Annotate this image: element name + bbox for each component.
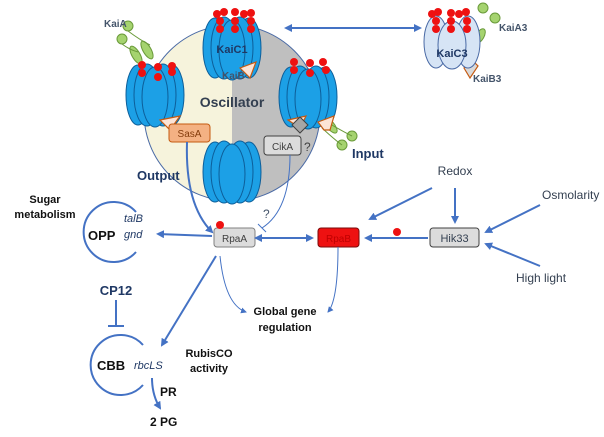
osmolarity-label: Osmolarity (542, 188, 599, 202)
kaic-bottom-hexamer (202, 140, 262, 205)
kaia3-label: KaiA3 (499, 23, 528, 34)
kaia-label: KaiA (104, 19, 127, 30)
sasa-box (168, 123, 211, 143)
global-gene-line2: regulation (258, 322, 311, 334)
cbb-label: CBB (97, 358, 125, 373)
phosphate-dots (138, 8, 330, 81)
pr-label: PR (160, 385, 177, 399)
phospho-marks (216, 221, 401, 236)
question-cika: ? (304, 140, 311, 154)
question-rpaa: ? (263, 207, 270, 221)
input-label: Input (352, 146, 384, 161)
hik33-box (429, 227, 480, 248)
oscillator-label: Oscillator (200, 94, 265, 110)
global-gene-line1: Global gene (254, 306, 317, 318)
arrows (82, 24, 541, 410)
hik33-label: Hik33 (440, 233, 468, 245)
redox-label: Redox (438, 164, 473, 178)
sugar-metabolism-line2: metabolism (14, 209, 75, 221)
rpab-label: RpaB (326, 234, 351, 245)
kaic3-hexamer (423, 2, 501, 80)
opp-label: OPP (88, 228, 116, 243)
rubisco-line2: activity (190, 363, 229, 375)
kaib3-label: KaiB3 (473, 74, 502, 85)
kaib-label: KaiB (222, 71, 245, 82)
kaic1-label: KaiC1 (216, 44, 247, 56)
talb-gene: talB (124, 213, 143, 225)
output-label: Output (137, 168, 180, 183)
rpaa-label: RpaA (222, 234, 247, 245)
sugar-metabolism-line1: Sugar (29, 194, 61, 206)
sasa-label: SasA (178, 129, 202, 140)
2pg-label: 2 PG (150, 415, 177, 429)
high-light-label: High light (516, 271, 567, 285)
rubisco-line1: RubisCO (185, 348, 233, 360)
kaic3-label: KaiC3 (436, 48, 467, 60)
cika-box (263, 135, 302, 156)
rbcls-gene: rbcLS (134, 360, 163, 372)
cp12-label: CP12 (100, 283, 133, 298)
cika-domain-icon (291, 116, 309, 134)
gnd-gene: gnd (124, 229, 143, 241)
cika-label: CikA (272, 142, 293, 153)
kaia-protein-icon (116, 20, 154, 65)
